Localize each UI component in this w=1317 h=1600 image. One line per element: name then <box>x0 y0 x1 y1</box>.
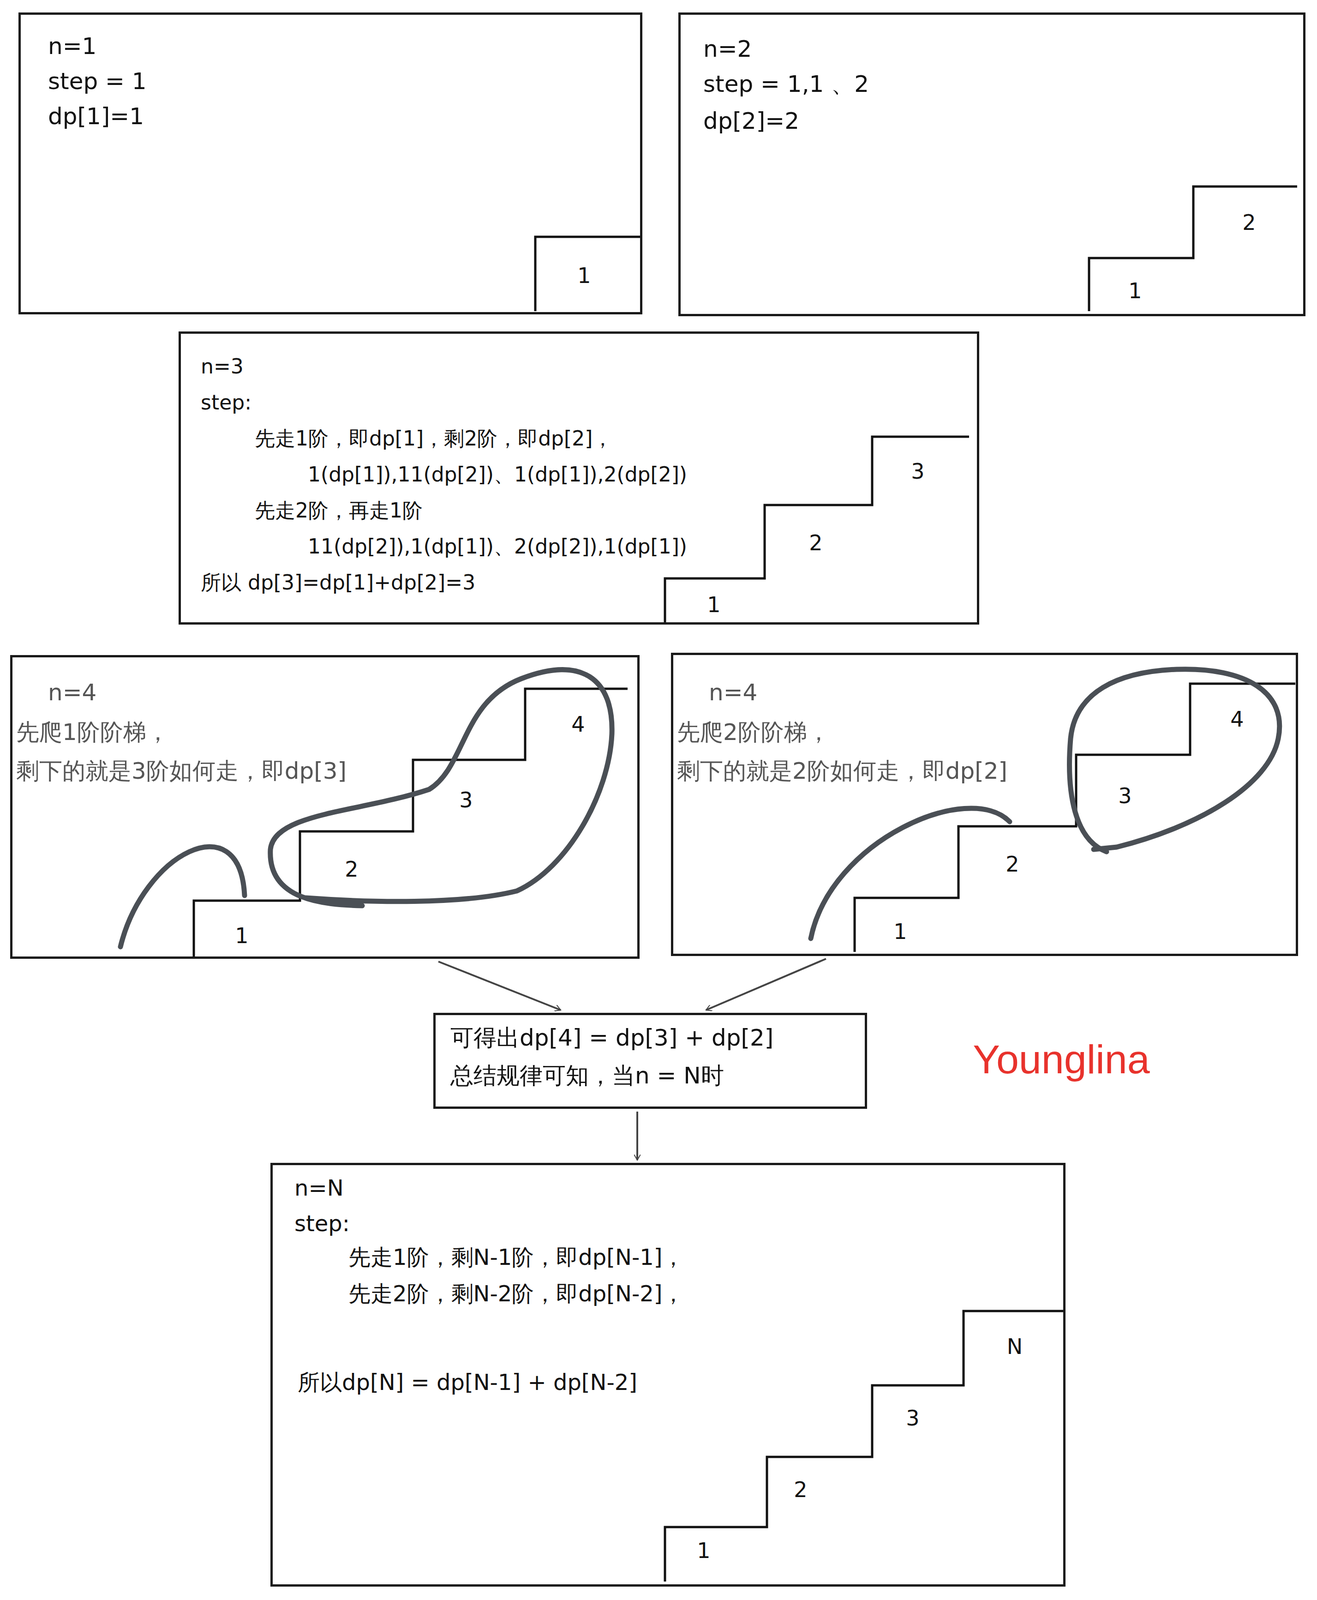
panel-text: 先走1阶，即dp[1]，剩2阶，即dp[2]， <box>252 426 615 451</box>
panel-box: n=4 先爬1阶阶梯， 剩下的就是3阶如何走，即dp[3] <box>10 654 640 959</box>
step-number: 4 <box>1228 707 1246 731</box>
flow-arrow <box>636 1111 639 1160</box>
staircase <box>1089 186 1298 312</box>
step-number: 3 <box>903 1406 922 1430</box>
panel-box: n=1 step = 1 dp[1]=1 <box>18 12 643 315</box>
staircase <box>664 436 970 623</box>
step-arc <box>120 846 245 947</box>
panel-heading: 可得出dp[4] = dp[3] + dp[2] <box>448 1023 776 1052</box>
panel-text: 11(dp[2]),1(dp[1])、2(dp[2]),1(dp[1]) <box>305 534 689 559</box>
panel-text: 先走2阶，剩N-2阶，即dp[N-2]， <box>346 1280 687 1307</box>
staircase <box>193 688 628 957</box>
staircase <box>535 236 641 312</box>
panel-text: 所以dp[N] = dp[N-1] + dp[N-2] <box>295 1368 640 1396</box>
step-number: 3 <box>909 459 927 484</box>
step-number: 4 <box>569 712 587 737</box>
step-number: 2 <box>791 1477 809 1502</box>
panel-text: dp[1]=1 <box>46 102 146 131</box>
panel-heading: n=4 <box>706 678 760 707</box>
step-number: 3 <box>457 788 475 812</box>
step-number: 3 <box>1116 784 1134 808</box>
panel-heading: n=1 <box>46 32 99 60</box>
panel-text: 总结规律可知，当n = N时 <box>448 1061 726 1090</box>
step-number: 1 <box>1126 279 1144 303</box>
panel-text: 先爬1阶阶梯， <box>14 718 172 746</box>
step-number: 1 <box>233 923 251 948</box>
panel-text: 先走1阶，剩N-1阶，即dp[N-1]， <box>346 1243 687 1271</box>
step-number: 1 <box>694 1538 713 1563</box>
step-number: N <box>1005 1334 1025 1359</box>
staircase <box>664 1310 1064 1581</box>
panel-box: 可得出dp[4] = dp[3] + dp[2] 总结规律可知，当n = N时 <box>433 1012 868 1109</box>
panel-heading: n=3 <box>198 354 246 379</box>
panel-text: step: <box>198 390 254 415</box>
panel-text: 剩下的就是2阶如何走，即dp[2] <box>675 756 1010 785</box>
panel-heading: n=4 <box>46 678 99 707</box>
panel-heading: n=2 <box>701 35 754 63</box>
step-arc <box>810 808 1010 939</box>
panel-text: 先走2阶，再走1阶 <box>252 498 425 523</box>
step-number: 2 <box>342 857 360 881</box>
panel-text: step = 1,1 、2 <box>701 70 871 98</box>
step-number: 2 <box>1003 852 1021 876</box>
panel-text: 1(dp[1]),11(dp[2])、1(dp[1]),2(dp[2]) <box>305 462 689 487</box>
step-number: 1 <box>891 919 909 944</box>
panel-box: n=N step: 先走1阶，剩N-1阶，即dp[N-1]， 先走2阶，剩N-2阶，即… <box>270 1162 1066 1587</box>
panel-text: 所以 dp[3]=dp[1]+dp[2]=3 <box>198 570 478 595</box>
step-number: 1 <box>575 263 593 288</box>
panel-text: step: <box>292 1209 352 1237</box>
step-number: 1 <box>705 592 723 617</box>
panel-text: step = 1 <box>46 67 149 96</box>
step-number: 2 <box>1240 210 1258 235</box>
group-loop <box>1069 669 1280 852</box>
panel-text: dp[2]=2 <box>701 107 802 135</box>
group-loop <box>270 669 612 906</box>
panel-box: n=4 先爬2阶阶梯， 剩下的就是2阶如何走，即dp[2] <box>670 652 1299 956</box>
panel-box: n=3 step: 先走1阶，即dp[1]，剩2阶，即dp[2]， 1(dp[1]),… <box>178 331 980 625</box>
watermark: Younglina <box>970 1036 1152 1082</box>
flow-arrow <box>706 958 827 1010</box>
panel-text: 剩下的就是3阶如何走，即dp[3] <box>14 756 349 785</box>
flow-arrow <box>438 961 561 1010</box>
panel-heading: n=N <box>292 1174 346 1202</box>
panel-text: 先爬2阶阶梯， <box>675 718 833 746</box>
step-number: 2 <box>807 531 825 555</box>
panel-box: n=2 step = 1,1 、2 dp[2]=2 <box>678 12 1306 317</box>
